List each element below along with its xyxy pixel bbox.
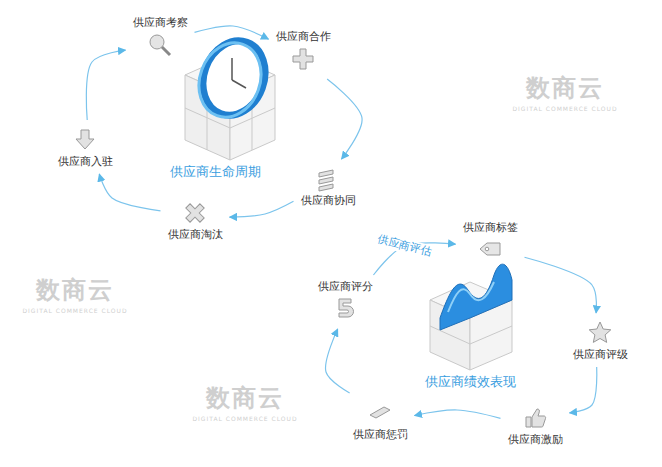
edge-label: 供应商评估 — [374, 232, 435, 260]
watermark: DIGITAL COMMERCE CLOUD — [192, 415, 297, 422]
step-label: 供应商考察 — [132, 16, 189, 30]
lifecycle-illustration — [185, 32, 275, 160]
step-icon — [315, 166, 341, 192]
step-icon — [290, 46, 316, 72]
step-icon — [587, 320, 613, 346]
step-icon — [477, 237, 503, 263]
step-label: 供应商惩罚 — [352, 428, 409, 442]
step-icon — [147, 32, 173, 58]
watermark: DIGITAL COMMERCE CLOUD — [512, 105, 617, 112]
cycle-arrow — [570, 367, 597, 413]
step-label: 供应商激励 — [507, 433, 564, 447]
step-icon — [72, 127, 98, 153]
step-label: 供应商评分 — [317, 280, 374, 294]
cycle-step: 供应商评分 — [314, 278, 377, 326]
center-label: 供应商绩效表现 — [424, 375, 517, 389]
step-icon — [182, 200, 208, 226]
cycle-arrow — [327, 79, 362, 159]
step-label: 供应商评级 — [572, 348, 629, 362]
watermark: 数商云 — [526, 72, 604, 104]
cycle-step: 供应商激励 — [504, 401, 567, 449]
performance-illustration — [430, 264, 512, 370]
cycle-step: 供应商淘汰 — [164, 196, 227, 244]
step-label: 供应商入驻 — [57, 155, 114, 169]
cycle-step: 供应商合作 — [272, 28, 335, 76]
step-label: 供应商标签 — [462, 221, 519, 235]
step-icon — [332, 296, 358, 322]
watermark: DIGITAL COMMERCE CLOUD — [22, 307, 127, 314]
cycle-step: 供应商标签 — [459, 219, 522, 267]
cycle-arrow — [99, 174, 160, 211]
step-icon — [367, 400, 393, 426]
cycle-step: 供应商协同 — [297, 162, 360, 210]
cycle-arrow — [230, 201, 294, 217]
cycle-center: 供应商绩效表现 — [421, 373, 520, 391]
cycle-center: 供应商生命周期 — [166, 163, 265, 181]
step-label: 供应商协同 — [300, 194, 357, 208]
cycle-step: 供应商考察 — [129, 14, 192, 62]
cycle-step: 供应商惩罚 — [349, 396, 412, 444]
cycle-arrow — [326, 329, 350, 393]
cycle-step: 供应商评级 — [569, 316, 632, 364]
cycle-arrow — [86, 50, 125, 120]
cycle-arrow — [415, 410, 501, 418]
cycle-arrow — [525, 257, 597, 313]
watermark: 数商云 — [36, 274, 114, 306]
center-label: 供应商生命周期 — [169, 165, 262, 179]
cycle-arrow — [195, 26, 269, 39]
step-label: 供应商淘汰 — [167, 228, 224, 242]
watermark: 数商云 — [206, 382, 284, 414]
step-label: 供应商合作 — [275, 30, 332, 44]
step-icon — [522, 405, 548, 431]
cycle-step: 供应商入驻 — [54, 123, 117, 171]
